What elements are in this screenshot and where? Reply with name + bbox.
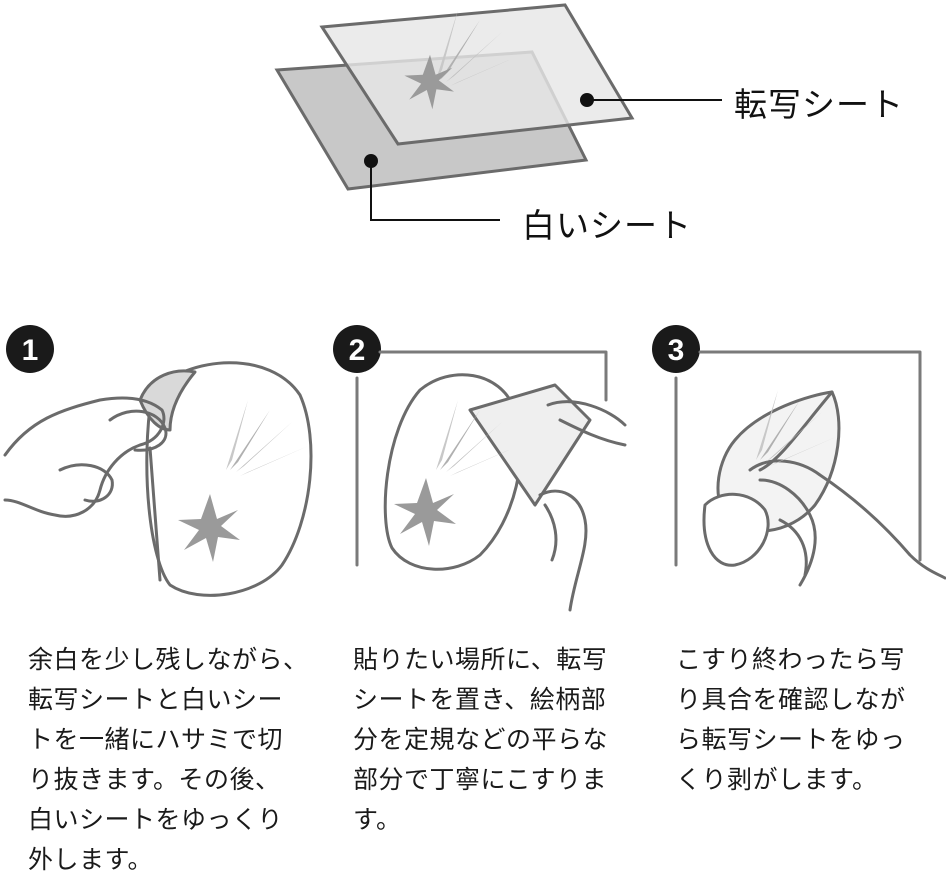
step-1-line: 転写シートと白いシー	[28, 685, 284, 714]
step-1-line: り抜きます。その後、	[28, 765, 281, 794]
step-2-line: す。	[353, 805, 402, 834]
base-sheet-shape	[702, 492, 770, 567]
step-1-description: 余白を少し残しながら、 転写シートと白いシー トを一緒にハサミで切 り抜きます。…	[28, 640, 328, 880]
step-1-line: 余白を少し残しながら、	[28, 645, 309, 674]
step-2-frame	[378, 350, 608, 402]
step-3-line: ら転写シートをゆっ	[676, 725, 906, 754]
step-2-description: 貼りたい場所に、転写 シートを置き、絵柄部 分を定規などの平らな 部分で丁寧にこ…	[353, 640, 643, 840]
step-2-badge: 2	[333, 325, 381, 373]
transfer-sheet-label: 転写シート	[734, 85, 904, 124]
transfer-sheet	[319, 3, 635, 146]
step-2-line: 分を定規などの平らな	[353, 725, 609, 754]
hand-fingers	[748, 459, 946, 580]
step-1-line: 白いシートをゆっくり	[28, 805, 284, 834]
step-3-number: 3	[668, 334, 685, 367]
step-3-description: こすり終わったら写 り具合を確認しなが ら転写シートをゆっ くり剥がします。	[676, 640, 941, 800]
sheets-illustration	[274, 3, 722, 221]
step-1-line: トを一緒にハサミで切	[28, 725, 284, 754]
white-sheet-leader-line	[370, 161, 500, 221]
ruler-tool	[468, 383, 592, 507]
step-3-line: こすり終わったら写	[676, 645, 906, 674]
step-3-badge: 3	[652, 325, 700, 373]
step-2-line: シートを置き、絵柄部	[353, 685, 607, 714]
right-hand-bottom	[538, 489, 588, 612]
step-3-line: くり剥がします。	[676, 765, 878, 794]
left-hand-outline	[3, 396, 166, 518]
step-3-frame	[698, 350, 922, 562]
instruction-diagram: 1 2 3	[3, 3, 946, 612]
step-2-line: 貼りたい場所に、転写	[353, 645, 608, 674]
white-sheet-label: 白いシート	[522, 206, 692, 245]
left-hand-thumb	[108, 409, 168, 452]
peel-flap	[758, 390, 834, 472]
step-1-badge: 1	[6, 325, 54, 373]
step-2-line: 部分で丁寧にこすりま	[353, 765, 608, 794]
step-2-illustration	[355, 350, 627, 612]
step-3-illustration	[674, 350, 946, 587]
step-1-number: 1	[22, 334, 39, 367]
step-1-illustration	[3, 361, 313, 597]
step-3-line: り具合を確認しなが	[676, 685, 906, 714]
right-hand-top	[546, 400, 627, 447]
cut-sheet-shape	[145, 361, 313, 597]
step-2-number: 2	[349, 334, 366, 367]
step-1-line: 外します。	[28, 845, 154, 874]
left-hand-finger	[58, 463, 114, 503]
